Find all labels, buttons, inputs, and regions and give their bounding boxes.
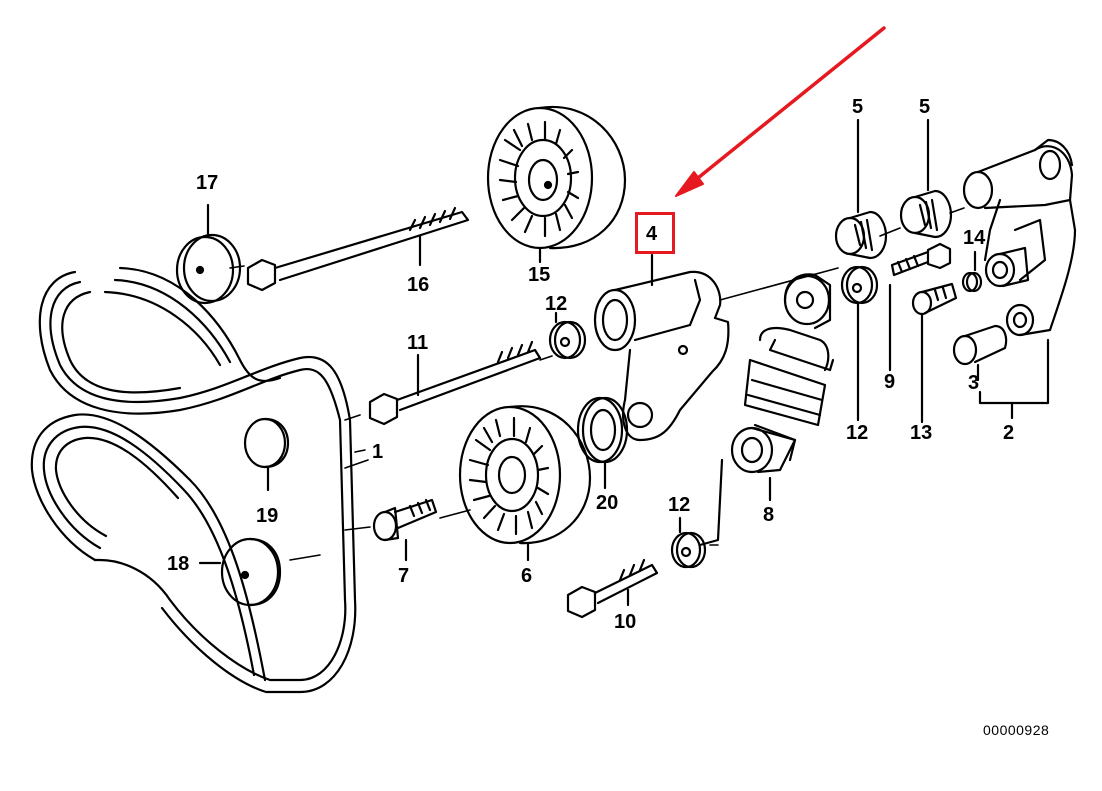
callout-2: 2 xyxy=(1003,422,1015,444)
diagram-reference-number: 00000928 xyxy=(983,722,1050,738)
callout-5-right: 5 xyxy=(919,96,931,118)
callout-3: 3 xyxy=(968,372,980,394)
socket-head-bolt xyxy=(372,498,438,562)
assembly-lines xyxy=(229,207,965,561)
callout-15: 15 xyxy=(528,264,551,286)
callout-6: 6 xyxy=(521,565,533,587)
washer-lower xyxy=(670,516,707,569)
callout-12-middle: 12 xyxy=(846,422,869,444)
callout-11: 11 xyxy=(407,332,429,354)
mounting-bracket xyxy=(962,138,1077,420)
belt-pulley-lower xyxy=(198,537,282,607)
callout-10: 10 xyxy=(614,611,637,633)
cap-screw xyxy=(911,282,958,424)
hydraulic-damper xyxy=(698,273,835,547)
tensioner-bolt xyxy=(368,340,542,426)
callout-14: 14 xyxy=(963,227,986,249)
long-bolt xyxy=(246,206,470,292)
hex-bolt-small xyxy=(888,242,952,372)
lower-bolt xyxy=(566,558,659,619)
callout-12-lower: 12 xyxy=(668,494,691,516)
callout-18: 18 xyxy=(167,553,190,575)
spacer-ring xyxy=(576,396,629,490)
callout-1: 1 xyxy=(372,441,384,463)
callout-7: 7 xyxy=(398,565,410,587)
washer-middle xyxy=(840,265,879,422)
lower-idler-pulley xyxy=(458,405,592,562)
callout-20: 20 xyxy=(596,492,619,514)
washer-upper xyxy=(548,311,587,360)
callout-9: 9 xyxy=(884,371,896,393)
belt-pulley-small xyxy=(243,417,290,492)
callout-8: 8 xyxy=(763,504,775,526)
callout-13: 13 xyxy=(910,422,933,444)
needle-bearing-right xyxy=(899,118,953,239)
highlight-box xyxy=(635,212,675,254)
callout-5-left: 5 xyxy=(852,96,864,118)
callout-19: 19 xyxy=(256,505,279,527)
tensioner-arm xyxy=(593,253,730,442)
drive-belt xyxy=(30,266,357,694)
callout-17: 17 xyxy=(196,172,219,194)
pulley-cap xyxy=(175,203,242,305)
callout-4: 4 xyxy=(646,223,658,245)
callout-12-upper: 12 xyxy=(545,293,568,315)
lock-washer xyxy=(961,250,983,293)
upper-idler-pulley xyxy=(486,105,627,264)
needle-bearing-left xyxy=(834,118,888,260)
highlight-arrow xyxy=(675,26,886,197)
bushing-sleeve xyxy=(952,324,1008,382)
callout-16: 16 xyxy=(407,274,430,296)
